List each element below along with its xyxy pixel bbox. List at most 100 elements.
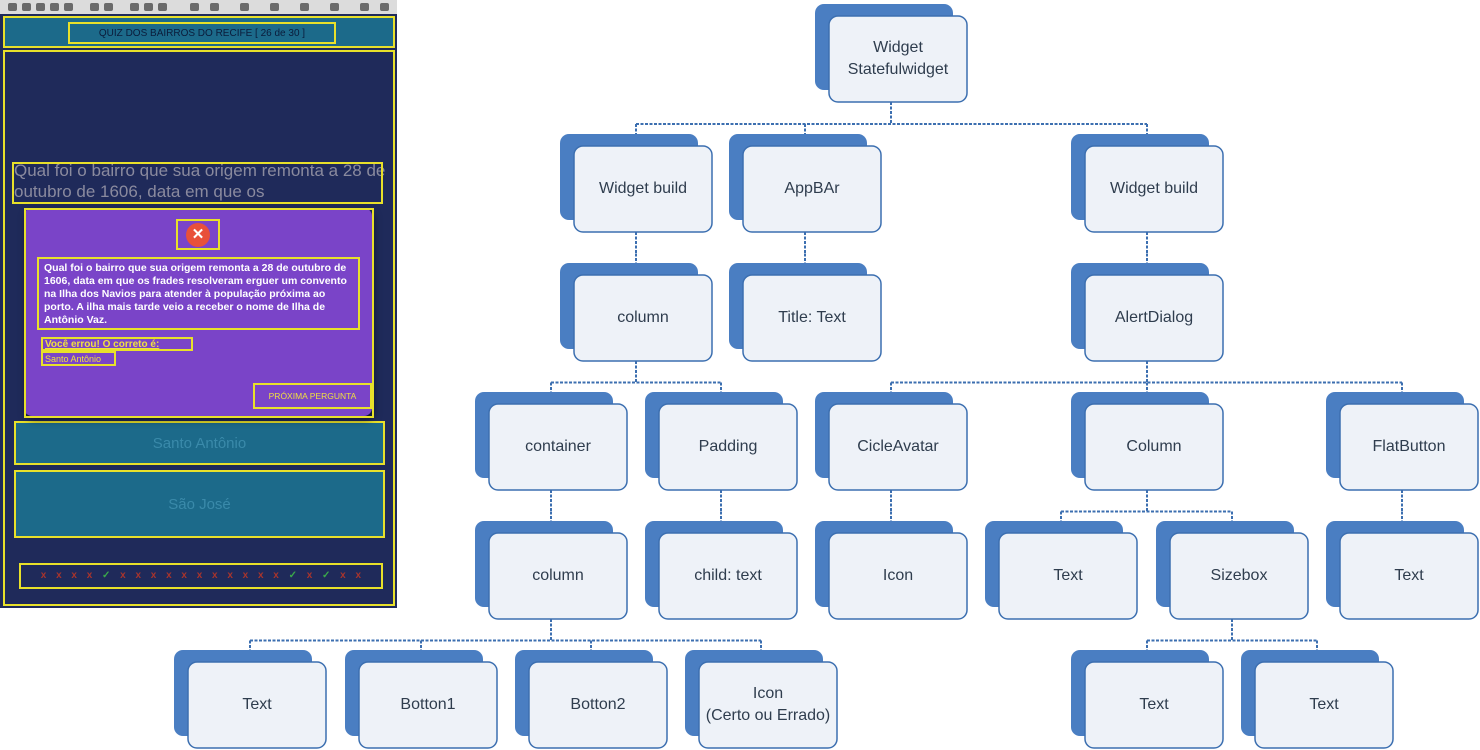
node-label-icon2: Icon (Certo ou Errado) — [699, 662, 837, 748]
node-label-line: Text — [1394, 567, 1424, 584]
node-label-text6: Text — [1255, 662, 1393, 748]
node-appbar — [742, 145, 882, 233]
background-question-highlight — [12, 162, 383, 204]
cross-icon: x — [135, 570, 142, 581]
node-label-line: child: text — [694, 567, 762, 584]
node-label-column1: column — [574, 275, 712, 361]
node-label-build1: Widget build — [574, 146, 712, 232]
node-label-line: column — [617, 309, 669, 326]
cross-icon: x — [273, 570, 279, 581]
check-icon: ✓ — [102, 570, 111, 581]
node-label-line: Botton1 — [400, 696, 456, 713]
node-title — [742, 274, 882, 362]
node-label-line: Padding — [698, 438, 758, 455]
node-label-line: Column — [1126, 438, 1182, 455]
status-icon — [130, 3, 139, 11]
node-label-line: FlatButton — [1372, 438, 1446, 455]
status-icon — [240, 3, 249, 11]
status-icon — [22, 3, 31, 11]
node-circle — [828, 403, 968, 491]
node-label-child: child: text — [659, 533, 797, 619]
node-build1 — [573, 145, 713, 233]
node-label-line: Text — [1139, 696, 1169, 713]
status-icon — [158, 3, 167, 11]
node-botton2 — [528, 661, 668, 749]
cross-icon: x — [196, 570, 203, 581]
node-icon2 — [698, 661, 838, 749]
cross-icon: x — [306, 570, 313, 581]
node-label-line: Widget build — [1109, 180, 1199, 197]
dialog-question-text: Qual foi o bairro que sua origem remonta… — [37, 257, 360, 330]
cross-icon: x — [120, 570, 126, 581]
status-icon — [8, 3, 17, 11]
tree-nodes — [174, 4, 1479, 749]
check-icon: ✓ — [322, 570, 331, 581]
tree-connectors — [249, 102, 1403, 650]
cross-icon: x — [150, 570, 157, 581]
cross-icon: x — [86, 570, 93, 581]
status-icon — [300, 3, 309, 11]
status-icon — [330, 3, 339, 11]
node-label-column3: Column — [1085, 404, 1223, 490]
node-label-text5: Text — [1085, 662, 1223, 748]
cross-icon: x — [40, 570, 47, 581]
node-label-text3: Text — [999, 533, 1137, 619]
cross-icon: x — [56, 570, 62, 581]
node-label-line: Widget build — [598, 180, 688, 197]
node-column1 — [573, 274, 713, 362]
node-text3 — [998, 532, 1138, 620]
cross-icon: x — [257, 570, 264, 581]
status-icon — [104, 3, 113, 11]
node-alert — [1084, 274, 1224, 362]
node-label-text1: Text — [188, 662, 326, 748]
status-icon — [36, 3, 45, 11]
status-icon — [380, 3, 389, 11]
cross-icon: x — [340, 570, 346, 581]
node-label-title: Title: Text — [743, 275, 881, 361]
node-botton1 — [358, 661, 498, 749]
cross-icon: x — [242, 570, 249, 581]
node-text5 — [1084, 661, 1224, 749]
answer-button-1[interactable]: Santo Antônio — [14, 421, 385, 465]
quiz-body — [3, 50, 395, 606]
node-column2 — [488, 532, 628, 620]
node-label-botton1: Botton1 — [359, 662, 497, 748]
node-label-line: Sizebox — [1210, 567, 1268, 584]
node-build2 — [1084, 145, 1224, 233]
answer-button-2[interactable]: São José — [14, 470, 385, 538]
next-question-button[interactable]: PRÓXIMA PERGUNTA — [253, 383, 372, 409]
node-child — [658, 532, 798, 620]
node-container — [488, 403, 628, 491]
background-question-text: Qual foi o bairro que sua origem remonta… — [14, 161, 386, 201]
node-text6 — [1254, 661, 1394, 749]
node-label-line: Icon — [882, 567, 914, 584]
node-text4 — [1339, 532, 1479, 620]
circle-avatar: ✕ — [176, 219, 220, 250]
node-label-column2: column — [489, 533, 627, 619]
node-label-line: Icon — [752, 685, 784, 702]
node-label-line: Statefulwidget — [847, 61, 949, 78]
node-label-line: (Certo ou Errado) — [705, 707, 831, 724]
node-label-line: Botton2 — [570, 696, 626, 713]
node-label-padding: Padding — [659, 404, 797, 490]
cross-icon: x — [181, 570, 187, 581]
node-label-circle: CicleAvatar — [829, 404, 967, 490]
node-label-line: CicleAvatar — [857, 438, 939, 455]
node-label-line: container — [525, 438, 591, 455]
node-label-flat: FlatButton — [1340, 404, 1478, 490]
quiz-app-screenshot: QUIZ DOS BAIRROS DO RECIFE [ 26 de 30 ] … — [0, 0, 397, 608]
cross-icon: x — [227, 570, 233, 581]
node-label-line: column — [532, 567, 584, 584]
app-title: QUIZ DOS BAIRROS DO RECIFE [ 26 de 30 ] — [68, 22, 336, 44]
node-flat — [1339, 403, 1479, 491]
status-icon — [210, 3, 219, 11]
node-label-icon1: Icon — [829, 533, 967, 619]
node-label-line: Text — [1309, 696, 1339, 713]
status-icon — [360, 3, 369, 11]
status-icon — [270, 3, 279, 11]
correct-answer-text: Santo Antônio — [41, 351, 116, 366]
node-icon1 — [828, 532, 968, 620]
